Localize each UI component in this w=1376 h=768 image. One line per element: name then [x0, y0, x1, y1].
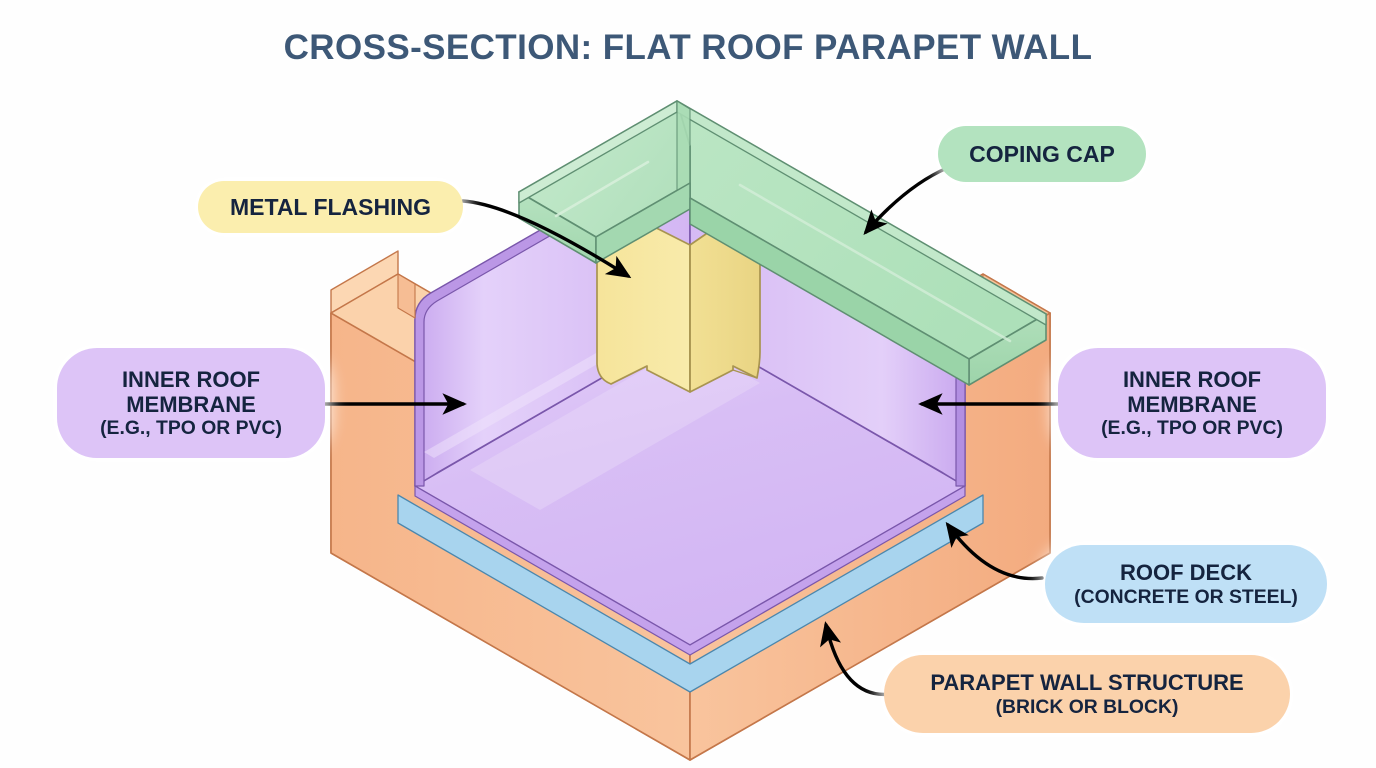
- callout-roof-deck-line2: (CONCRETE OR STEEL): [1074, 585, 1298, 608]
- callout-parapet-wall-line1: PARAPET WALL STRUCTURE: [930, 670, 1244, 696]
- parapet-wall-arrow: [820, 621, 893, 697]
- callout-inner-roof-membrane-left[interactable]: INNER ROOF MEMBRANE (E.G., TPO OR PVC): [57, 348, 325, 458]
- coping-cap: [518, 100, 1047, 386]
- callout-parapet-wall[interactable]: PARAPET WALL STRUCTURE (BRICK OR BLOCK): [884, 655, 1290, 733]
- coping-cap-arrow: [863, 166, 949, 235]
- callout-metal-flashing[interactable]: METAL FLASHING: [198, 181, 463, 233]
- callout-parapet-wall-line2: (BRICK OR BLOCK): [995, 695, 1179, 718]
- metal-flashing-arrow: [461, 199, 632, 279]
- callout-coping-cap-label: COPING CAP: [969, 140, 1115, 167]
- callout-membrane-right-line1: INNER ROOF: [1122, 366, 1262, 392]
- callout-roof-deck-line1: ROOF DECK: [1120, 560, 1252, 586]
- roof-deck-arrow: [945, 521, 1044, 581]
- callout-roof-deck[interactable]: ROOF DECK (CONCRETE OR STEEL): [1045, 545, 1327, 623]
- callout-membrane-left-line2: MEMBRANE: [126, 391, 256, 417]
- callout-inner-roof-membrane-right[interactable]: INNER ROOF MEMBRANE (E.G., TPO OR PVC): [1058, 348, 1326, 458]
- callout-membrane-left-line1: INNER ROOF: [121, 366, 261, 392]
- callout-metal-flashing-label: METAL FLASHING: [229, 193, 432, 220]
- page-title: CROSS-SECTION: FLAT ROOF PARAPET WALL: [283, 28, 1093, 67]
- callout-membrane-left-line3: (E.G., TPO OR PVC): [100, 417, 282, 440]
- annotation-arrows: [316, 166, 1062, 697]
- callout-membrane-right-line3: (E.G., TPO OR PVC): [1101, 417, 1283, 440]
- callout-membrane-right-line2: MEMBRANE: [1127, 391, 1257, 417]
- callout-coping-cap[interactable]: COPING CAP: [938, 126, 1146, 182]
- roof-deck-exposed-edge: [397, 494, 984, 693]
